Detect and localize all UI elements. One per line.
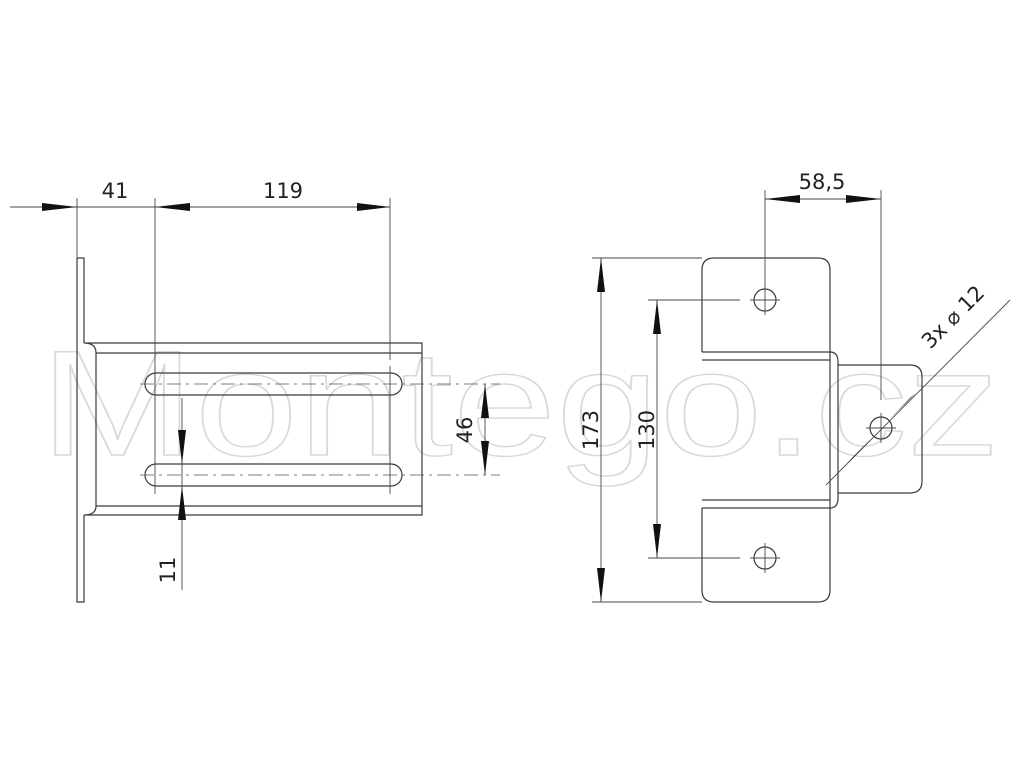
arrow <box>653 300 661 334</box>
slot-centerlines <box>140 383 500 476</box>
top-tab <box>701 257 831 353</box>
dim-130: 130 <box>635 410 659 450</box>
arrow <box>481 441 489 475</box>
bottom-tab <box>701 507 831 603</box>
arrow <box>597 258 605 292</box>
dim-119: 119 <box>263 179 303 203</box>
dim-lines-top <box>10 198 391 400</box>
bracket-body <box>83 342 423 516</box>
arrow <box>653 524 661 558</box>
dim-130-lines <box>648 299 740 559</box>
arrow <box>155 203 190 211</box>
bend <box>702 351 839 509</box>
mounting-holes <box>750 285 896 573</box>
dim-diameter-leader <box>825 299 1011 486</box>
dim-58-5: 58,5 <box>799 170 846 194</box>
dim-46: 46 <box>453 417 477 444</box>
side-view: 41 119 46 11 <box>10 179 500 603</box>
watermark: Montego.cz <box>40 319 1000 487</box>
arrow <box>178 430 186 464</box>
arrow <box>42 203 77 211</box>
dim-41: 41 <box>102 179 129 203</box>
arrow <box>889 393 916 420</box>
arrow <box>357 203 390 211</box>
dim-173: 173 <box>579 410 603 450</box>
dim-173-lines <box>592 257 702 603</box>
dim-11: 11 <box>156 557 180 584</box>
arrow <box>847 436 873 464</box>
arrow <box>178 486 186 520</box>
arrow <box>481 384 489 418</box>
wall-flange <box>76 257 85 603</box>
arrow <box>765 195 800 203</box>
arrow <box>597 568 605 602</box>
side-tab <box>838 364 923 494</box>
arrow <box>846 195 881 203</box>
